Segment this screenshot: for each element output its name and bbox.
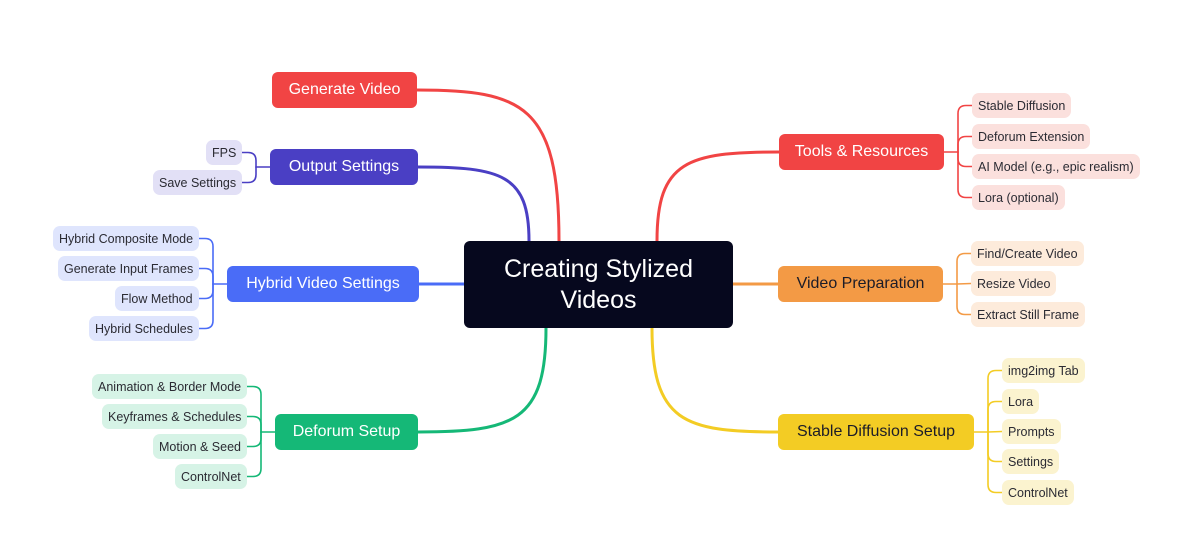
leaf-stable-diffusion-setup-4[interactable]: Settings [1002, 449, 1060, 474]
connector-output-settings [416, 165, 531, 243]
leaf-deforum-setup-3[interactable]: Motion & Seed [153, 434, 247, 459]
leaf-output-settings-2[interactable]: Save Settings [153, 170, 243, 195]
central-topic-line-2: Videos [560, 285, 637, 314]
leaf-stable-diffusion-setup-3[interactable]: Prompts [1002, 419, 1061, 444]
leaf-stable-diffusion-setup-5[interactable]: ControlNet [1002, 480, 1074, 505]
branch-stable-diffusion-setup[interactable]: Stable Diffusion Setup [778, 414, 974, 450]
leaf-tools-resources-1[interactable]: Stable Diffusion [972, 93, 1072, 118]
leaf-hybrid-video-settings-2[interactable]: Generate Input Frames [58, 256, 200, 281]
leaf-deforum-setup-2[interactable]: Keyframes & Schedules [102, 404, 248, 429]
connector-tools-resources [655, 150, 781, 243]
leaf-video-preparation-3[interactable]: Extract Still Frame [971, 302, 1086, 327]
leaf-hybrid-video-settings-1[interactable]: Hybrid Composite Mode [53, 226, 200, 251]
branch-generate-video[interactable]: Generate Video [272, 72, 417, 108]
leaf-stable-diffusion-setup-2[interactable]: Lora [1002, 389, 1040, 414]
branch-video-preparation[interactable]: Video Preparation [778, 266, 943, 302]
branch-output-settings[interactable]: Output Settings [270, 149, 418, 185]
leaf-deforum-setup-1[interactable]: Animation & Border Mode [92, 374, 248, 399]
leaf-output-settings-1[interactable]: FPS [206, 140, 243, 165]
central-topic-line-1: Creating Stylized [504, 254, 693, 283]
leaf-tools-resources-3[interactable]: AI Model (e.g., epic realism) [972, 154, 1140, 179]
branch-deforum-setup[interactable]: Deforum Setup [275, 414, 418, 450]
leaf-video-preparation-2[interactable]: Resize Video [971, 271, 1057, 296]
branch-tools-resources[interactable]: Tools & Resources [779, 134, 944, 170]
branch-hybrid-video-settings[interactable]: Hybrid Video Settings [227, 266, 419, 302]
leaf-hybrid-video-settings-3[interactable]: Flow Method [115, 286, 199, 311]
leaf-hybrid-video-settings-4[interactable]: Hybrid Schedules [89, 316, 199, 341]
connector-stable-diffusion-setup [650, 326, 780, 434]
leaf-stable-diffusion-setup-1[interactable]: img2img Tab [1002, 358, 1085, 383]
central-topic[interactable]: Creating Stylized Videos [464, 241, 733, 328]
leaf-tools-resources-4[interactable]: Lora (optional) [972, 185, 1065, 210]
leaf-video-preparation-1[interactable]: Find/Create Video [971, 241, 1084, 266]
leaf-deforum-setup-4[interactable]: ControlNet [175, 464, 247, 489]
leaf-tools-resources-2[interactable]: Deforum Extension [972, 124, 1091, 149]
connector-generate-video [415, 88, 561, 243]
connector-deforum-setup [416, 326, 548, 434]
